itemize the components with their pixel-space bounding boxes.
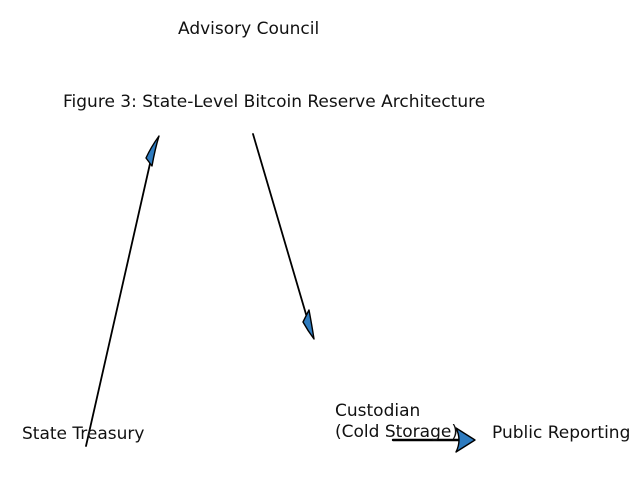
figure-title: Figure 3: State-Level Bitcoin Reserve Ar… — [63, 92, 486, 112]
arrow-treasury-to-advisory-line — [85, 145, 155, 447]
custodian-cold-storage-label: Custodian (Cold Storage) — [335, 401, 458, 442]
arrow-advisory-to-custodian — [252, 133, 315, 340]
arrow-custodian-to-reporting — [391, 427, 476, 453]
arrowhead-down-icon — [302, 309, 315, 340]
arrowhead-right-icon — [455, 427, 476, 453]
state-treasury-label: State Treasury — [22, 424, 145, 444]
arrow-advisory-to-custodian-line — [252, 133, 309, 322]
advisory-council-label: Advisory Council — [178, 19, 320, 39]
public-reporting-label: Public Reporting — [492, 423, 631, 443]
arrow-treasury-to-advisory — [85, 135, 160, 447]
arrowhead-up-icon — [145, 135, 160, 167]
